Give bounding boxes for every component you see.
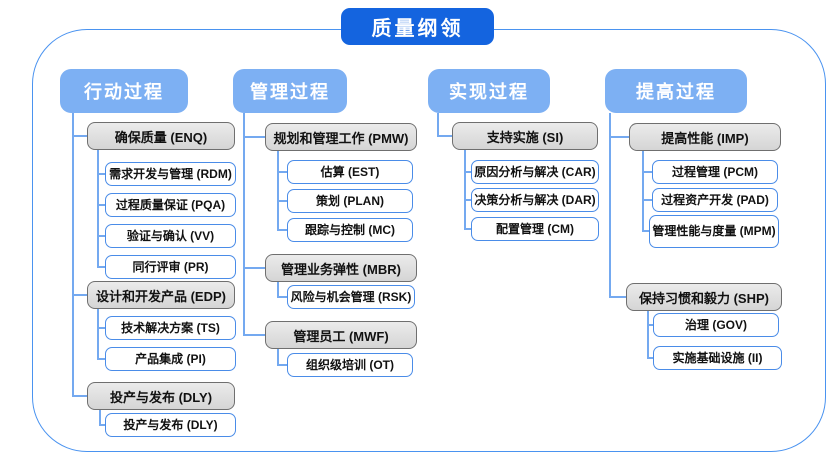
leaf-ts: 技术解决方案 (TS): [105, 316, 236, 340]
connector: [277, 200, 288, 202]
connector: [97, 173, 106, 175]
connector: [642, 199, 653, 201]
connector: [72, 294, 88, 296]
leaf-cm: 配置管理 (CM): [471, 217, 599, 241]
leaf-pr: 同行评审 (PR): [105, 255, 236, 279]
column-header-improvement-process: 提高过程: [605, 69, 747, 113]
column-header-action-process: 行动过程: [60, 69, 188, 113]
leaf-pqa: 过程质量保证 (PQA): [105, 193, 236, 217]
leaf-rsk: 风险与机会管理 (RSK): [287, 285, 415, 309]
connector: [642, 151, 644, 232]
connector: [647, 311, 649, 359]
group-dly: 投产与发布 (DLY): [87, 382, 235, 410]
group-edp: 设计和开发产品 (EDP): [87, 281, 235, 309]
leaf-dly: 投产与发布 (DLY): [105, 413, 236, 437]
connector: [243, 334, 266, 336]
leaf-pad: 过程资产开发 (PAD): [652, 188, 778, 212]
diagram-title: 质量纲领: [341, 8, 494, 45]
group-shp: 保持习惯和毅力 (SHP): [626, 283, 782, 311]
connector: [464, 150, 466, 230]
group-mbr: 管理业务弹性 (MBR): [265, 254, 417, 282]
connector: [99, 410, 101, 426]
group-mwf: 管理员工 (MWF): [265, 321, 417, 349]
connector: [647, 324, 653, 326]
leaf-ot: 组织级培训 (OT): [287, 353, 413, 377]
connector: [609, 113, 611, 298]
connector: [642, 171, 653, 173]
connector: [72, 135, 88, 137]
leaf-car: 原因分析与解决 (CAR): [471, 160, 599, 184]
connector: [647, 357, 653, 359]
connector: [99, 424, 106, 426]
column-header-implementation-process: 实现过程: [428, 69, 550, 113]
connector: [277, 296, 288, 298]
group-imp: 提高性能 (IMP): [629, 123, 781, 151]
connector: [243, 267, 266, 269]
connector: [609, 296, 627, 298]
connector: [464, 171, 472, 173]
leaf-vv: 验证与确认 (VV): [105, 224, 236, 248]
leaf-gov: 治理 (GOV): [653, 313, 779, 337]
connector: [277, 229, 288, 231]
connector: [97, 204, 106, 206]
connector: [437, 135, 453, 137]
leaf-ii: 实施基础设施 (II): [653, 346, 782, 370]
leaf-mpm: 管理性能与度量 (MPM): [649, 215, 779, 248]
leaf-est: 估算 (EST): [287, 160, 413, 184]
connector: [97, 150, 99, 267]
leaf-dar: 决策分析与解决 (DAR): [471, 188, 599, 212]
connector: [97, 266, 106, 268]
connector: [97, 309, 99, 360]
connector: [277, 364, 288, 366]
group-enq: 确保质量 (ENQ): [87, 122, 235, 150]
leaf-rdm: 需求开发与管理 (RDM): [105, 162, 236, 186]
leaf-pcm: 过程管理 (PCM): [652, 160, 778, 184]
connector: [464, 199, 472, 201]
group-si: 支持实施 (SI): [452, 122, 598, 150]
connector: [97, 327, 106, 329]
connector: [277, 171, 288, 173]
connector: [642, 230, 650, 232]
connector: [97, 358, 106, 360]
column-header-management-process: 管理过程: [233, 69, 347, 113]
connector: [243, 136, 266, 138]
connector: [464, 228, 472, 230]
leaf-pi: 产品集成 (PI): [105, 347, 236, 371]
connector: [609, 136, 630, 138]
connector: [277, 282, 279, 298]
connector: [97, 235, 106, 237]
leaf-mc: 跟踪与控制 (MC): [287, 218, 413, 242]
connector: [277, 349, 279, 366]
group-pmw: 规划和管理工作 (PMW): [265, 123, 417, 151]
connector: [277, 151, 279, 231]
connector: [243, 113, 245, 336]
connector: [72, 113, 74, 396]
connector: [437, 113, 439, 137]
connector: [72, 395, 88, 397]
leaf-plan: 策划 (PLAN): [287, 189, 413, 213]
